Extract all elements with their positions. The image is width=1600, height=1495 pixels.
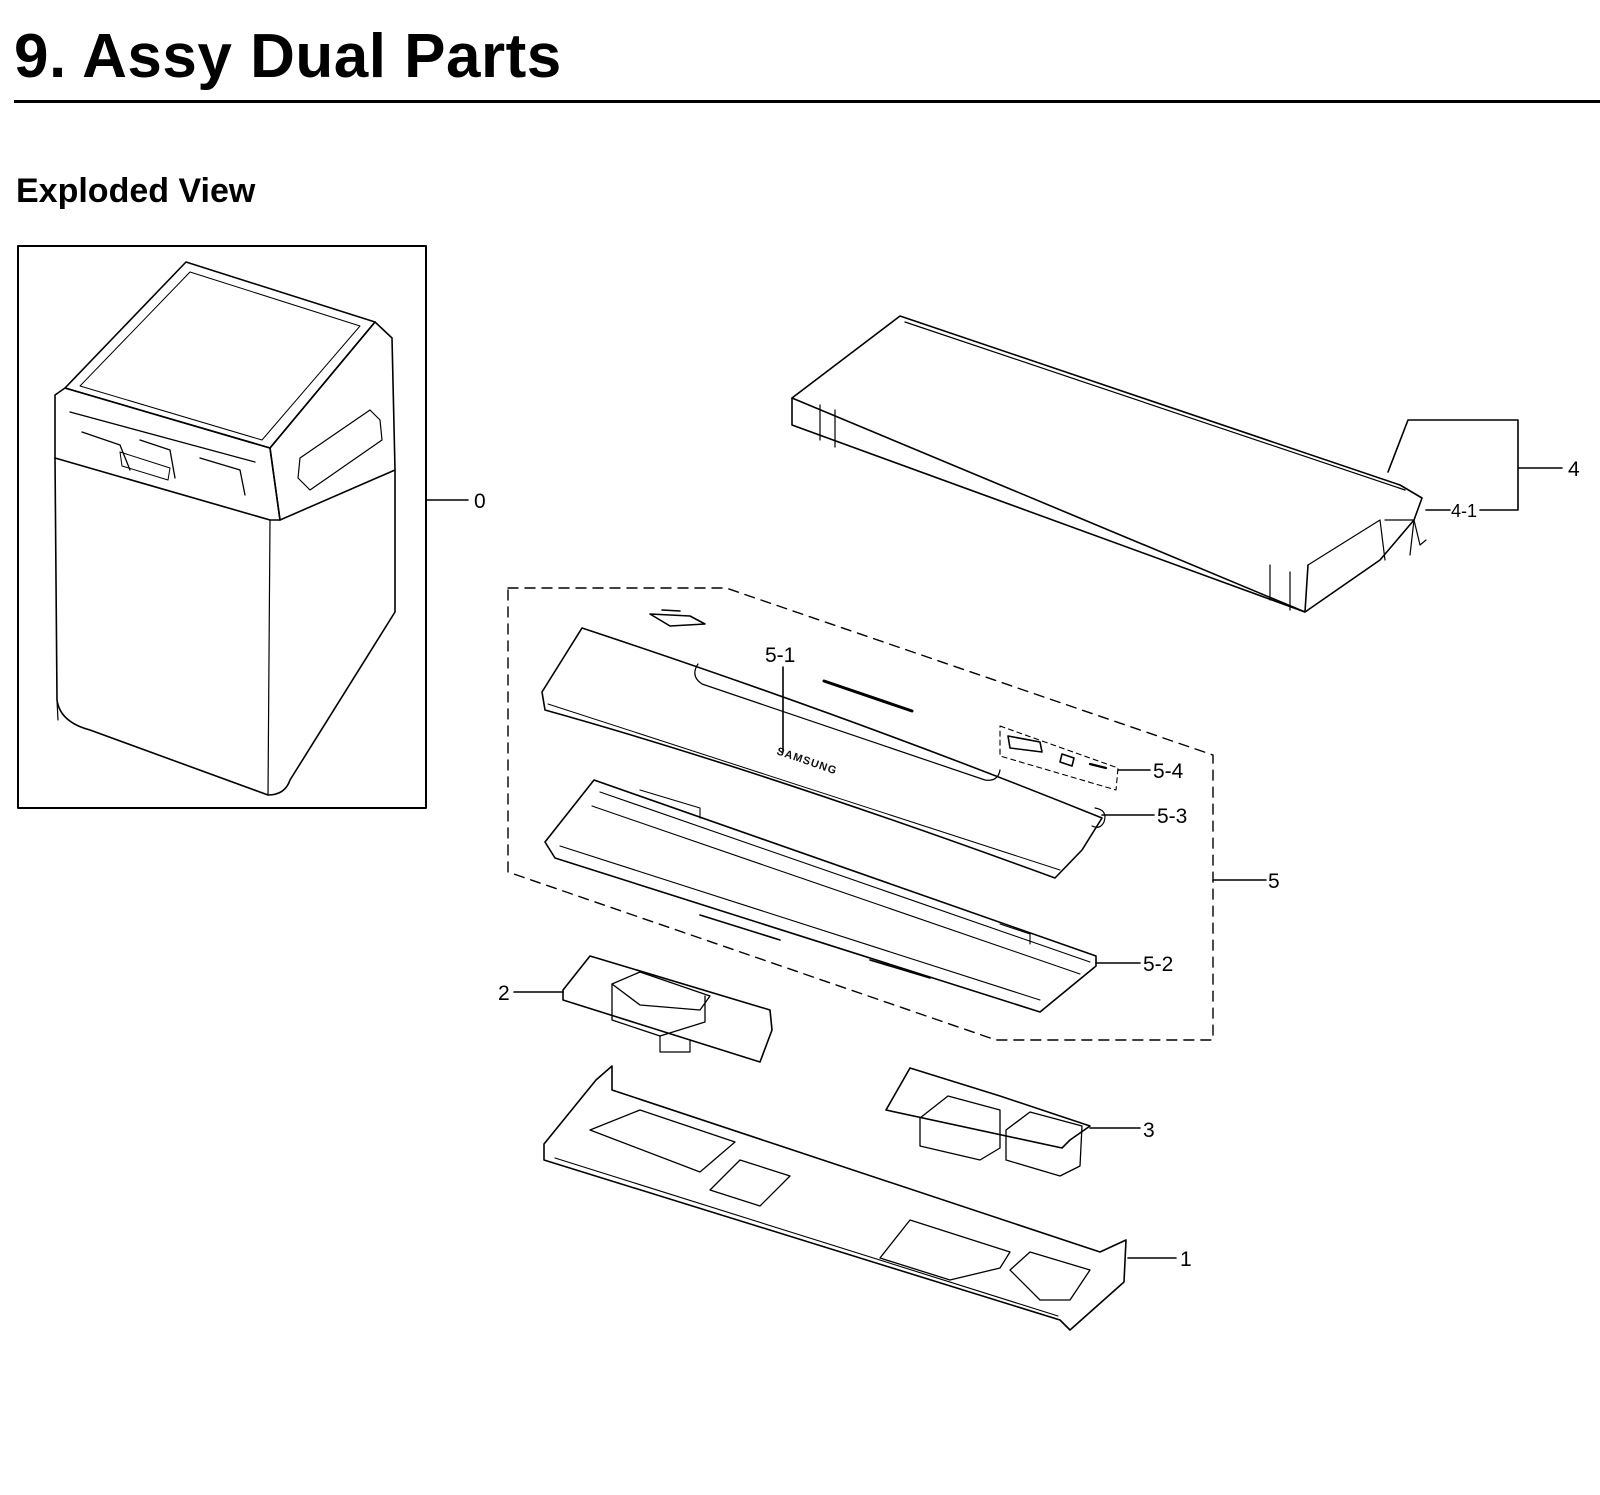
dispenser-tray-part-2 (562, 955, 773, 1063)
brand-logo: SAMSUNG (775, 745, 839, 777)
sub-assembly-5-outline (507, 587, 1214, 1041)
base-tray-part-1 (543, 1065, 1127, 1331)
leader-4-bracket (1387, 419, 1563, 511)
washing-machine-overview (54, 261, 396, 796)
callout-5-1: 5-1 (765, 644, 795, 667)
callout-1: 1 (1180, 1248, 1192, 1271)
hinge-parts-part-5-4 (1007, 735, 1108, 770)
hinge-group-outline (999, 725, 1119, 791)
callout-5-3: 5-3 (1157, 805, 1187, 828)
callout-5-2: 5-2 (1143, 953, 1173, 976)
section-title: Exploded View (16, 172, 256, 210)
callout-0: 0 (474, 490, 486, 513)
callout-5: 5 (1268, 870, 1280, 893)
callout-3: 3 (1143, 1119, 1155, 1142)
top-cover-part-4 (791, 315, 1427, 613)
callout-4-1: 4-1 (1451, 501, 1477, 521)
overview-inset-frame (17, 245, 427, 809)
title-underline (14, 100, 1600, 103)
dispenser-tray-part-3 (885, 1067, 1091, 1177)
page-title: 9. Assy Dual Parts (14, 22, 562, 91)
frame-part-5-2 (544, 779, 1097, 1013)
lid-cover-part-5-3 (541, 627, 1106, 879)
callout-4: 4 (1568, 458, 1580, 481)
callout-5-4: 5-4 (1153, 760, 1184, 783)
small-clip (649, 609, 706, 627)
callout-2: 2 (498, 982, 510, 1005)
